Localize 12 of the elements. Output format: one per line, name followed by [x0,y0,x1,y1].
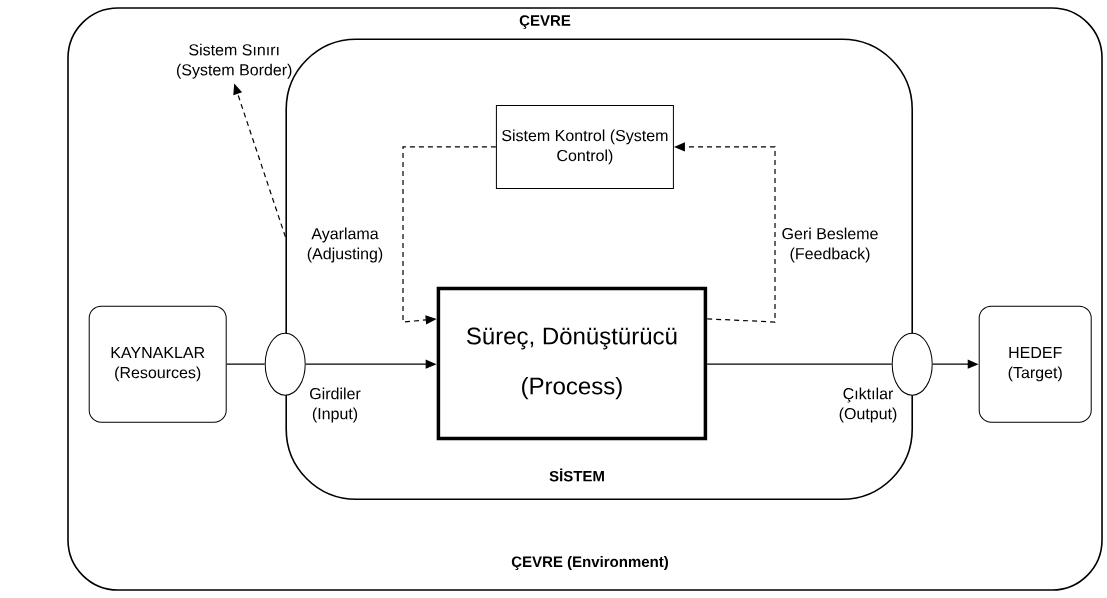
junction-circle [264,332,306,396]
edge-label: Geri Besleme (Feedback) [782,227,878,263]
edge-label: Girdiler (Input) [310,387,361,423]
edge-label: Çıktılar (Output) [839,387,897,423]
target-box: HEDEF (Target) [978,305,1092,423]
control-box: Sistem Kontrol (System Control) [495,104,674,189]
edge-label: Ayarlama (Adjusting) [307,227,383,263]
process-box: Süreç, Dönüştürücü (Process) [436,286,708,441]
arrow [402,146,497,325]
junction-circle [891,332,933,396]
resources-box: KAYNAKLAR (Resources) [88,305,227,423]
border-label: Sistem Sınırı (System Border) [176,43,292,79]
